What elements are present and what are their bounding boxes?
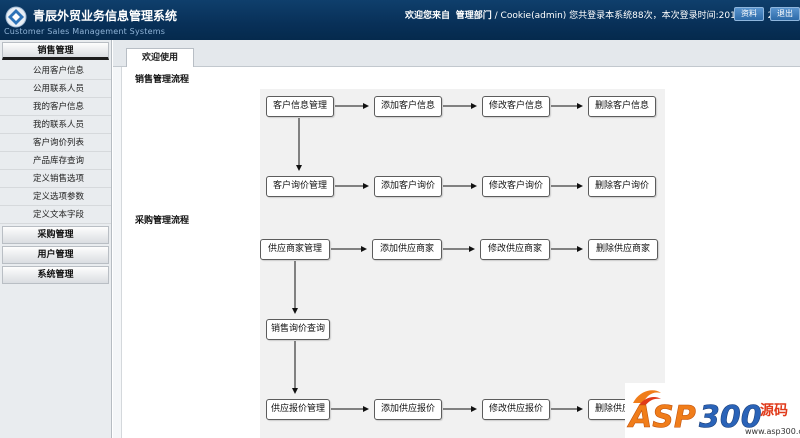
flow-edit-supply-quote[interactable]: 修改供应报价 xyxy=(482,399,550,420)
logout-button[interactable]: 退出 xyxy=(770,7,800,21)
svg-text:ASP: ASP xyxy=(627,400,696,435)
flow-edit-supplier[interactable]: 修改供应商家 xyxy=(480,239,550,260)
flow-add-supplier[interactable]: 添加供应商家 xyxy=(372,239,442,260)
svg-text:300: 300 xyxy=(699,400,762,435)
sidebar-item-public-contacts[interactable]: 公用联系人员 xyxy=(0,80,111,98)
main-panel: 欢迎使用 销售管理流程 客户信息管理 添加客户信息 修改客户信息 删除客户信息 … xyxy=(113,40,800,438)
flow-edit-customer-info[interactable]: 修改客户信息 xyxy=(482,96,550,117)
sidebar-group-purchase[interactable]: 采购管理 xyxy=(2,226,109,244)
top-header: 青辰外贸业务信息管理系统 Customer Sales Management S… xyxy=(0,0,800,40)
flow-supply-quote-mgmt[interactable]: 供应报价管理 xyxy=(266,399,330,420)
sidebar-group-sales[interactable]: 销售管理 xyxy=(2,42,109,60)
flow-arrows xyxy=(292,103,583,412)
flow-edit-customer-inquiry[interactable]: 修改客户询价 xyxy=(482,176,550,197)
asp300-watermark-logo: ASP 300 源码 www.asp300.com xyxy=(625,383,800,438)
sidebar-group-system[interactable]: 系统管理 xyxy=(2,266,109,284)
sales-nav-list: 公用客户信息 公用联系人员 我的客户信息 我的联系人员 客户询价列表 产品库存查… xyxy=(0,60,111,224)
flow-supplier-mgmt[interactable]: 供应商家管理 xyxy=(260,239,330,260)
department-name: 管理部门 xyxy=(455,11,492,21)
sidebar-group-users[interactable]: 用户管理 xyxy=(2,246,109,264)
welcome-content: 销售管理流程 客户信息管理 添加客户信息 修改客户信息 删除客户信息 客户询价管… xyxy=(121,67,800,438)
purchase-flow-title: 采购管理流程 xyxy=(135,216,190,226)
user-session-info: 欢迎您来自 管理部门 / Cookie(admin) 您共登录本系统88次，本次… xyxy=(405,8,800,21)
flow-sales-inquiry-query[interactable]: 销售询价查询 xyxy=(266,319,330,340)
tab-strip: 欢迎使用 xyxy=(113,40,800,68)
flow-delete-customer-inquiry[interactable]: 删除客户询价 xyxy=(588,176,656,197)
flow-customer-info-mgmt[interactable]: 客户信息管理 xyxy=(266,96,334,117)
sidebar: 销售管理 公用客户信息 公用联系人员 我的客户信息 我的联系人员 客户询价列表 … xyxy=(0,40,112,438)
svg-text:www.asp300.com: www.asp300.com xyxy=(745,427,800,436)
flow-delete-customer-info[interactable]: 删除客户信息 xyxy=(588,96,656,117)
flow-add-customer-inquiry[interactable]: 添加客户询价 xyxy=(374,176,442,197)
flow-add-customer-info[interactable]: 添加客户信息 xyxy=(374,96,442,117)
sidebar-item-public-customers[interactable]: 公用客户信息 xyxy=(0,62,111,80)
sidebar-item-option-params[interactable]: 定义选项参数 xyxy=(0,188,111,206)
sales-flow-title: 销售管理流程 xyxy=(135,75,190,85)
flow-customer-inquiry-mgmt[interactable]: 客户询价管理 xyxy=(266,176,334,197)
flow-delete-supplier[interactable]: 删除供应商家 xyxy=(588,239,658,260)
profile-button[interactable]: 资料 xyxy=(734,7,764,21)
app-title: 青辰外贸业务信息管理系统 xyxy=(33,9,178,23)
sidebar-item-text-fields[interactable]: 定义文本字段 xyxy=(0,206,111,224)
app-logo-icon xyxy=(5,6,27,28)
tab-welcome[interactable]: 欢迎使用 xyxy=(126,48,194,68)
sidebar-item-stock-query[interactable]: 产品库存查询 xyxy=(0,152,111,170)
svg-text:源码: 源码 xyxy=(760,402,788,419)
sidebar-item-my-customers[interactable]: 我的客户信息 xyxy=(0,98,111,116)
sidebar-item-inquiry-list[interactable]: 客户询价列表 xyxy=(0,134,111,152)
welcome-text: 欢迎您来自 xyxy=(405,11,451,21)
sidebar-item-my-contacts[interactable]: 我的联系人员 xyxy=(0,116,111,134)
session-details: / Cookie(admin) 您共登录本系统88次，本次登录时间:2012/3… xyxy=(494,11,800,21)
flow-add-supply-quote[interactable]: 添加供应报价 xyxy=(374,399,442,420)
app-subtitle: Customer Sales Management Systems xyxy=(4,27,166,36)
sidebar-item-sales-options[interactable]: 定义销售选项 xyxy=(0,170,111,188)
